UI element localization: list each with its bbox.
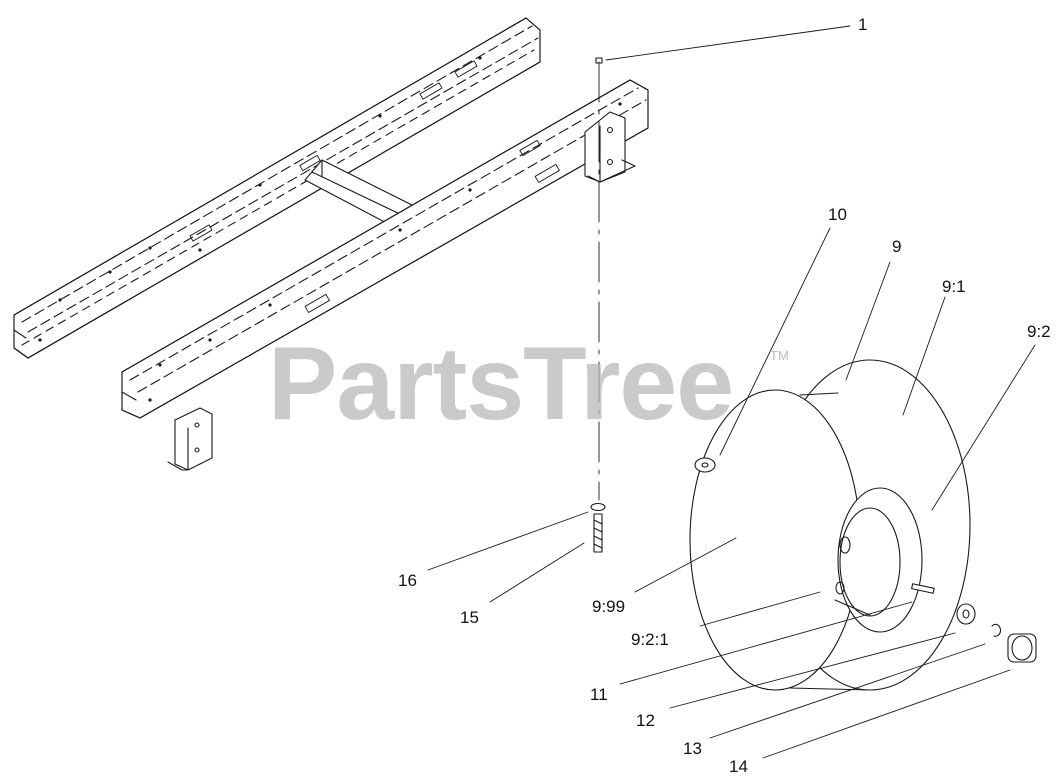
- cap-14-face: [1011, 635, 1033, 661]
- washer-12-hole: [962, 609, 970, 619]
- washer-10-hole: [701, 462, 709, 468]
- callout-9-99[interactable]: 9:99: [592, 597, 626, 616]
- washer-10: [694, 457, 716, 473]
- watermark-text: PartsTree: [268, 326, 734, 442]
- bolt-centerline: [590, 57, 606, 553]
- wheel-assembly: [689, 359, 971, 691]
- callout-9-2-1[interactable]: 9:2:1: [631, 630, 669, 649]
- callout-9-1[interactable]: 9:1: [942, 277, 966, 296]
- callout-15[interactable]: 15: [460, 608, 479, 627]
- right-frame-rail: [121, 79, 649, 419]
- key-11: [911, 583, 935, 594]
- callout-12[interactable]: 12: [636, 711, 655, 730]
- callout-10[interactable]: 10: [828, 205, 847, 224]
- washer-12: [956, 603, 976, 625]
- callout-16[interactable]: 16: [398, 571, 417, 590]
- trademark-mark: TM: [770, 348, 789, 363]
- callout-14[interactable]: 14: [729, 757, 748, 776]
- leader-lines: [427, 25, 1036, 759]
- callout-9-2[interactable]: 9:2: [1027, 322, 1051, 341]
- callout-9[interactable]: 9: [892, 237, 902, 256]
- callout-13[interactable]: 13: [683, 739, 702, 758]
- cap-14: [1007, 633, 1037, 663]
- retaining-ring-13: [991, 623, 1002, 637]
- callout-1[interactable]: 1: [858, 15, 868, 34]
- mount-bracket-upper: [584, 111, 636, 183]
- mount-bracket-lower: [167, 407, 213, 471]
- left-frame-rail: [13, 17, 541, 359]
- callout-11[interactable]: 11: [590, 685, 608, 704]
